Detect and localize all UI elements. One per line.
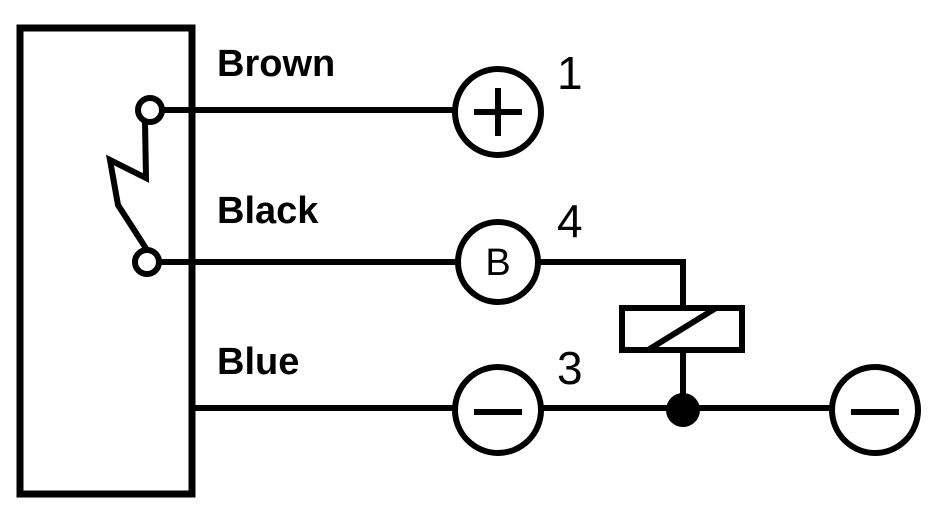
load-coil	[619, 305, 745, 353]
brown-wire-label: Brown	[217, 43, 336, 85]
black-wire-label: Black	[217, 190, 319, 232]
blue-wire-label: Blue	[217, 341, 300, 383]
plus-icon	[474, 88, 522, 136]
pin-number-1: 1	[557, 47, 583, 99]
pin-number-4: 4	[557, 195, 583, 247]
load-supply-wire	[538, 259, 686, 308]
terminal-plus-circle	[452, 66, 544, 158]
junction-dot	[666, 393, 700, 427]
load-terminal-circle	[829, 364, 921, 456]
pin-number-3: 3	[557, 342, 583, 394]
switch-contact	[106, 95, 165, 277]
terminal-b-letter: B	[485, 242, 511, 284]
